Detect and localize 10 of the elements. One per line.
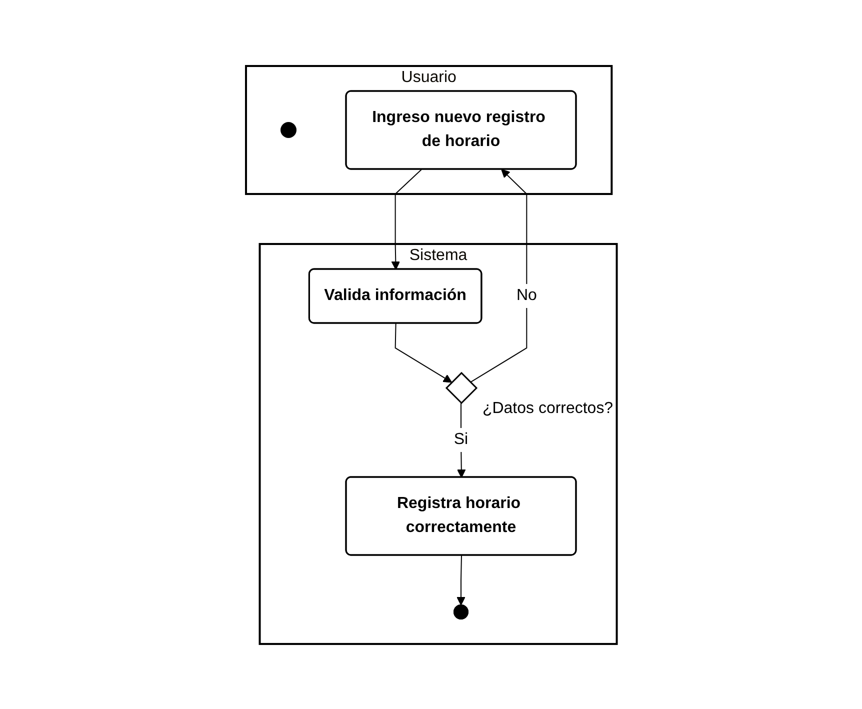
decision-label: ¿Datos correctos?: [482, 400, 613, 416]
edge-label: Si: [453, 430, 468, 448]
arrow: [390, 168, 422, 270]
arrow: [394, 322, 452, 382]
node-diamond: [445, 371, 478, 404]
arrow: [456, 554, 465, 605]
node-circle: [280, 122, 296, 138]
arrow: [469, 168, 527, 382]
edge-label: No: [516, 286, 537, 304]
arrow: [456, 402, 466, 478]
